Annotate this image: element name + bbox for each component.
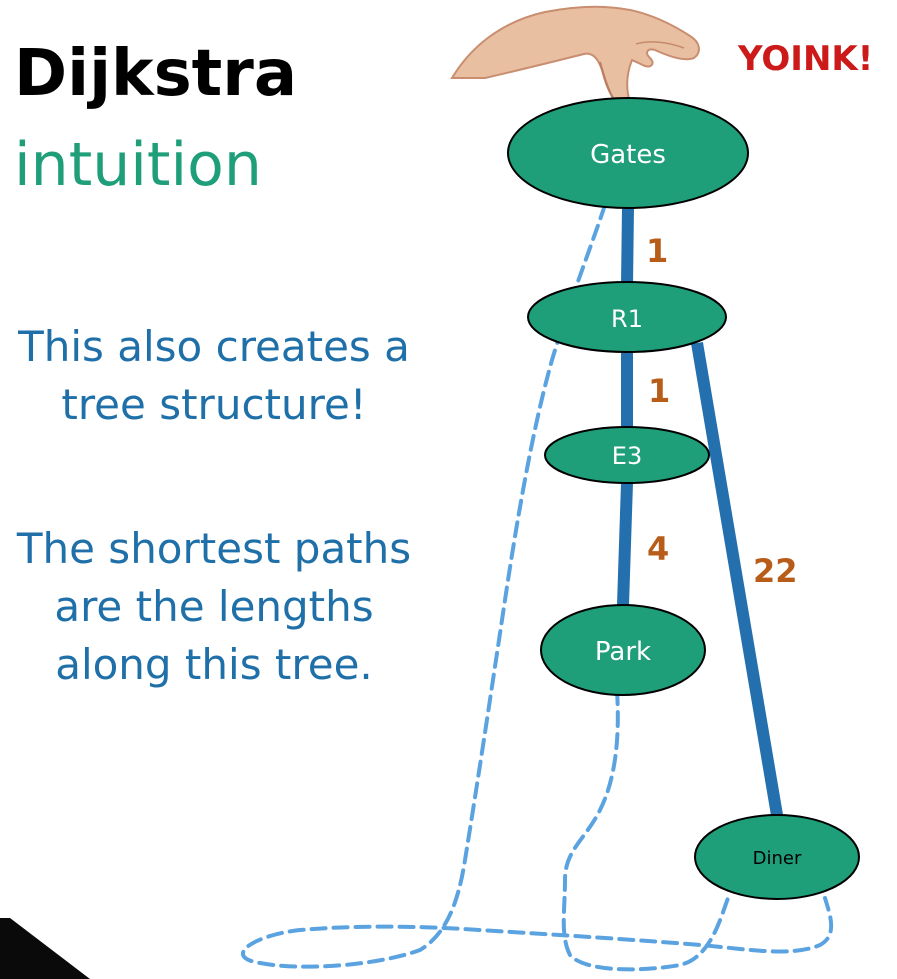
text-line-3: The shortest paths (16, 524, 412, 573)
edge-r1-diner (691, 341, 783, 817)
corner-shape (0, 918, 90, 979)
node-gates-label: Gates (590, 140, 666, 170)
text-line-4: are the lengths (54, 582, 374, 631)
slide-subtitle: intuition (14, 130, 262, 200)
slide-title: Dijkstra (14, 37, 297, 111)
node-r1-label: R1 (611, 305, 643, 333)
node-diner-label: Diner (753, 848, 802, 869)
node-r1: R1 (527, 281, 727, 353)
node-gates: Gates (507, 97, 749, 209)
weight-e3-park: 4 (647, 530, 669, 568)
text-line-2: tree structure! (61, 380, 367, 429)
edge-e3-park (617, 482, 633, 606)
text-line-5: along this tree. (55, 640, 373, 689)
weight-r1-e3: 1 (648, 372, 670, 410)
weight-gates-r1: 1 (646, 232, 668, 270)
edge-gates-r1 (621, 206, 634, 286)
hand-picture (450, 5, 700, 106)
yoink-text: YOINK! (737, 39, 873, 79)
node-e3-label: E3 (612, 442, 642, 470)
node-park: Park (540, 604, 706, 696)
node-park-label: Park (595, 637, 651, 667)
text-line-1: This also creates a (18, 322, 410, 371)
node-e3: E3 (544, 426, 710, 484)
node-diner: Diner (694, 814, 860, 900)
shortest-paths-text: The shortest paths are the lengths along… (4, 520, 424, 694)
weight-r1-diner: 22 (753, 552, 798, 590)
dashed-string (240, 203, 834, 972)
tree-structure-text: This also creates a tree structure! (4, 318, 424, 434)
